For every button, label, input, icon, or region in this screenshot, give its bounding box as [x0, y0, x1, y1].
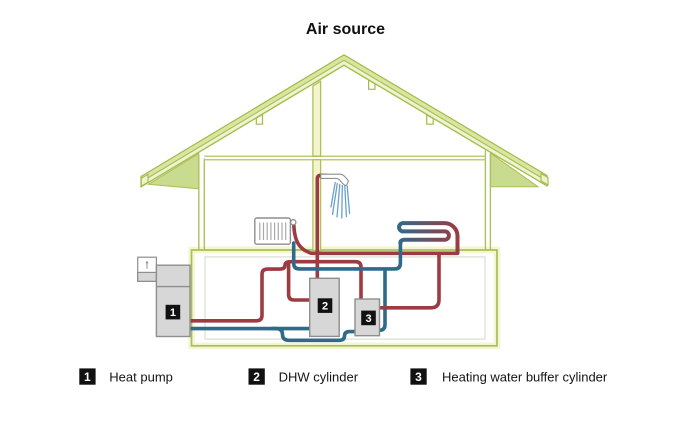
svg-text:1: 1	[84, 370, 91, 384]
svg-text:3: 3	[415, 370, 422, 384]
svg-text:DHW cylinder: DHW cylinder	[279, 369, 359, 384]
svg-text:Heat pump: Heat pump	[109, 369, 173, 384]
svg-text:2: 2	[322, 301, 328, 313]
svg-text:2: 2	[253, 370, 260, 384]
svg-text:Air source: Air source	[306, 21, 385, 38]
svg-text:3: 3	[365, 313, 371, 325]
svg-text:1: 1	[170, 307, 176, 319]
svg-text:Heating water buffer cylinder: Heating water buffer cylinder	[442, 369, 608, 384]
